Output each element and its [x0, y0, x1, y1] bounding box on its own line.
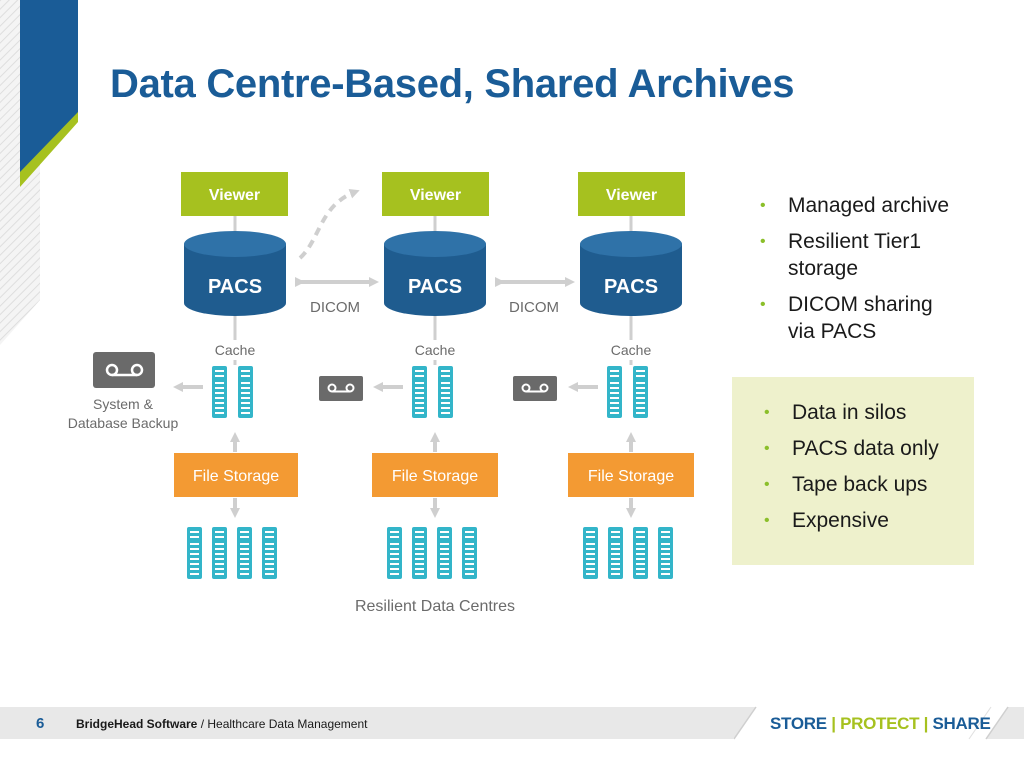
- cache-label-2: Cache: [415, 342, 456, 358]
- file-storage-label: File Storage: [193, 468, 279, 485]
- tape-icon: [319, 376, 363, 401]
- bullet-item: •Managed archive: [760, 194, 950, 217]
- bullet-dot-icon: •: [764, 404, 770, 421]
- pacs-label: PACS: [208, 276, 262, 298]
- backup-label-line1: System &: [93, 396, 154, 412]
- pacs-database-2: PACS: [384, 231, 486, 316]
- viewer-box-2: Viewer: [382, 172, 489, 216]
- dicom-label-2: DICOM: [509, 299, 559, 316]
- company-name: BridgeHead Software: [76, 717, 198, 731]
- page-number: 6: [36, 715, 45, 732]
- tagline: Healthcare Data Management: [207, 717, 368, 731]
- file-storage-label: File Storage: [392, 468, 478, 485]
- bullet-dot-icon: •: [760, 197, 766, 214]
- bullet-item: •Expensive: [764, 509, 889, 532]
- pacs-database-1: PACS: [184, 231, 286, 316]
- archive-diagram: Viewer Viewer Viewer PACS PACS PACS DICO…: [68, 172, 694, 615]
- pacs-label: PACS: [604, 276, 658, 298]
- file-storage-box-2: File Storage: [372, 453, 498, 497]
- tape-icon: [93, 352, 155, 388]
- bullet-list-box: •Data in silos •PACS data only •Tape bac…: [762, 399, 972, 543]
- viewer-box-3: Viewer: [578, 172, 685, 216]
- dicom-label-1: DICOM: [310, 299, 360, 316]
- bullet-dot-icon: •: [764, 512, 770, 529]
- bullet-dot-icon: •: [760, 233, 766, 250]
- file-storage-label: File Storage: [588, 468, 674, 485]
- backup-label-line2: Database Backup: [68, 415, 179, 431]
- pacs-database-3: PACS: [580, 231, 682, 316]
- storage-servers-1: [187, 527, 277, 579]
- viewer-label: Viewer: [606, 187, 657, 204]
- file-storage-box-1: File Storage: [174, 453, 298, 497]
- viewer-label: Viewer: [209, 187, 260, 204]
- decorative-stripe: [0, 0, 78, 345]
- cache-servers-3: [607, 366, 648, 418]
- diagram-caption: Resilient Data Centres: [355, 598, 515, 615]
- bullet-item: •PACS data only: [764, 437, 939, 460]
- brand-logo: STORE | PROTECT | SHARE: [770, 714, 991, 733]
- footer-text: BridgeHead Software / Healthcare Data Ma…: [76, 717, 368, 731]
- cache-servers-2: [412, 366, 453, 418]
- bullet-dot-icon: •: [764, 476, 770, 493]
- cache-label-1: Cache: [215, 342, 256, 358]
- footer-decoration: [734, 706, 1009, 740]
- tape-icon: [513, 376, 557, 401]
- highlight-panel: [732, 377, 974, 565]
- viewer-box-1: Viewer: [181, 172, 288, 216]
- bullet-item: •Tape back ups: [764, 473, 928, 496]
- storage-servers-2: [387, 527, 477, 579]
- pacs-label: PACS: [408, 276, 462, 298]
- bullet-dot-icon: •: [764, 440, 770, 457]
- shared-view-arrow: [298, 189, 360, 260]
- viewer-label: Viewer: [410, 187, 461, 204]
- cache-servers-1: [212, 366, 253, 418]
- file-storage-box-3: File Storage: [568, 453, 694, 497]
- bullet-item: •Data in silos: [764, 401, 907, 424]
- storage-servers-3: [583, 527, 673, 579]
- bullet-dot-icon: •: [760, 296, 766, 313]
- cache-label-3: Cache: [611, 342, 652, 358]
- page-title: Data Centre-Based, Shared Archives: [110, 62, 795, 106]
